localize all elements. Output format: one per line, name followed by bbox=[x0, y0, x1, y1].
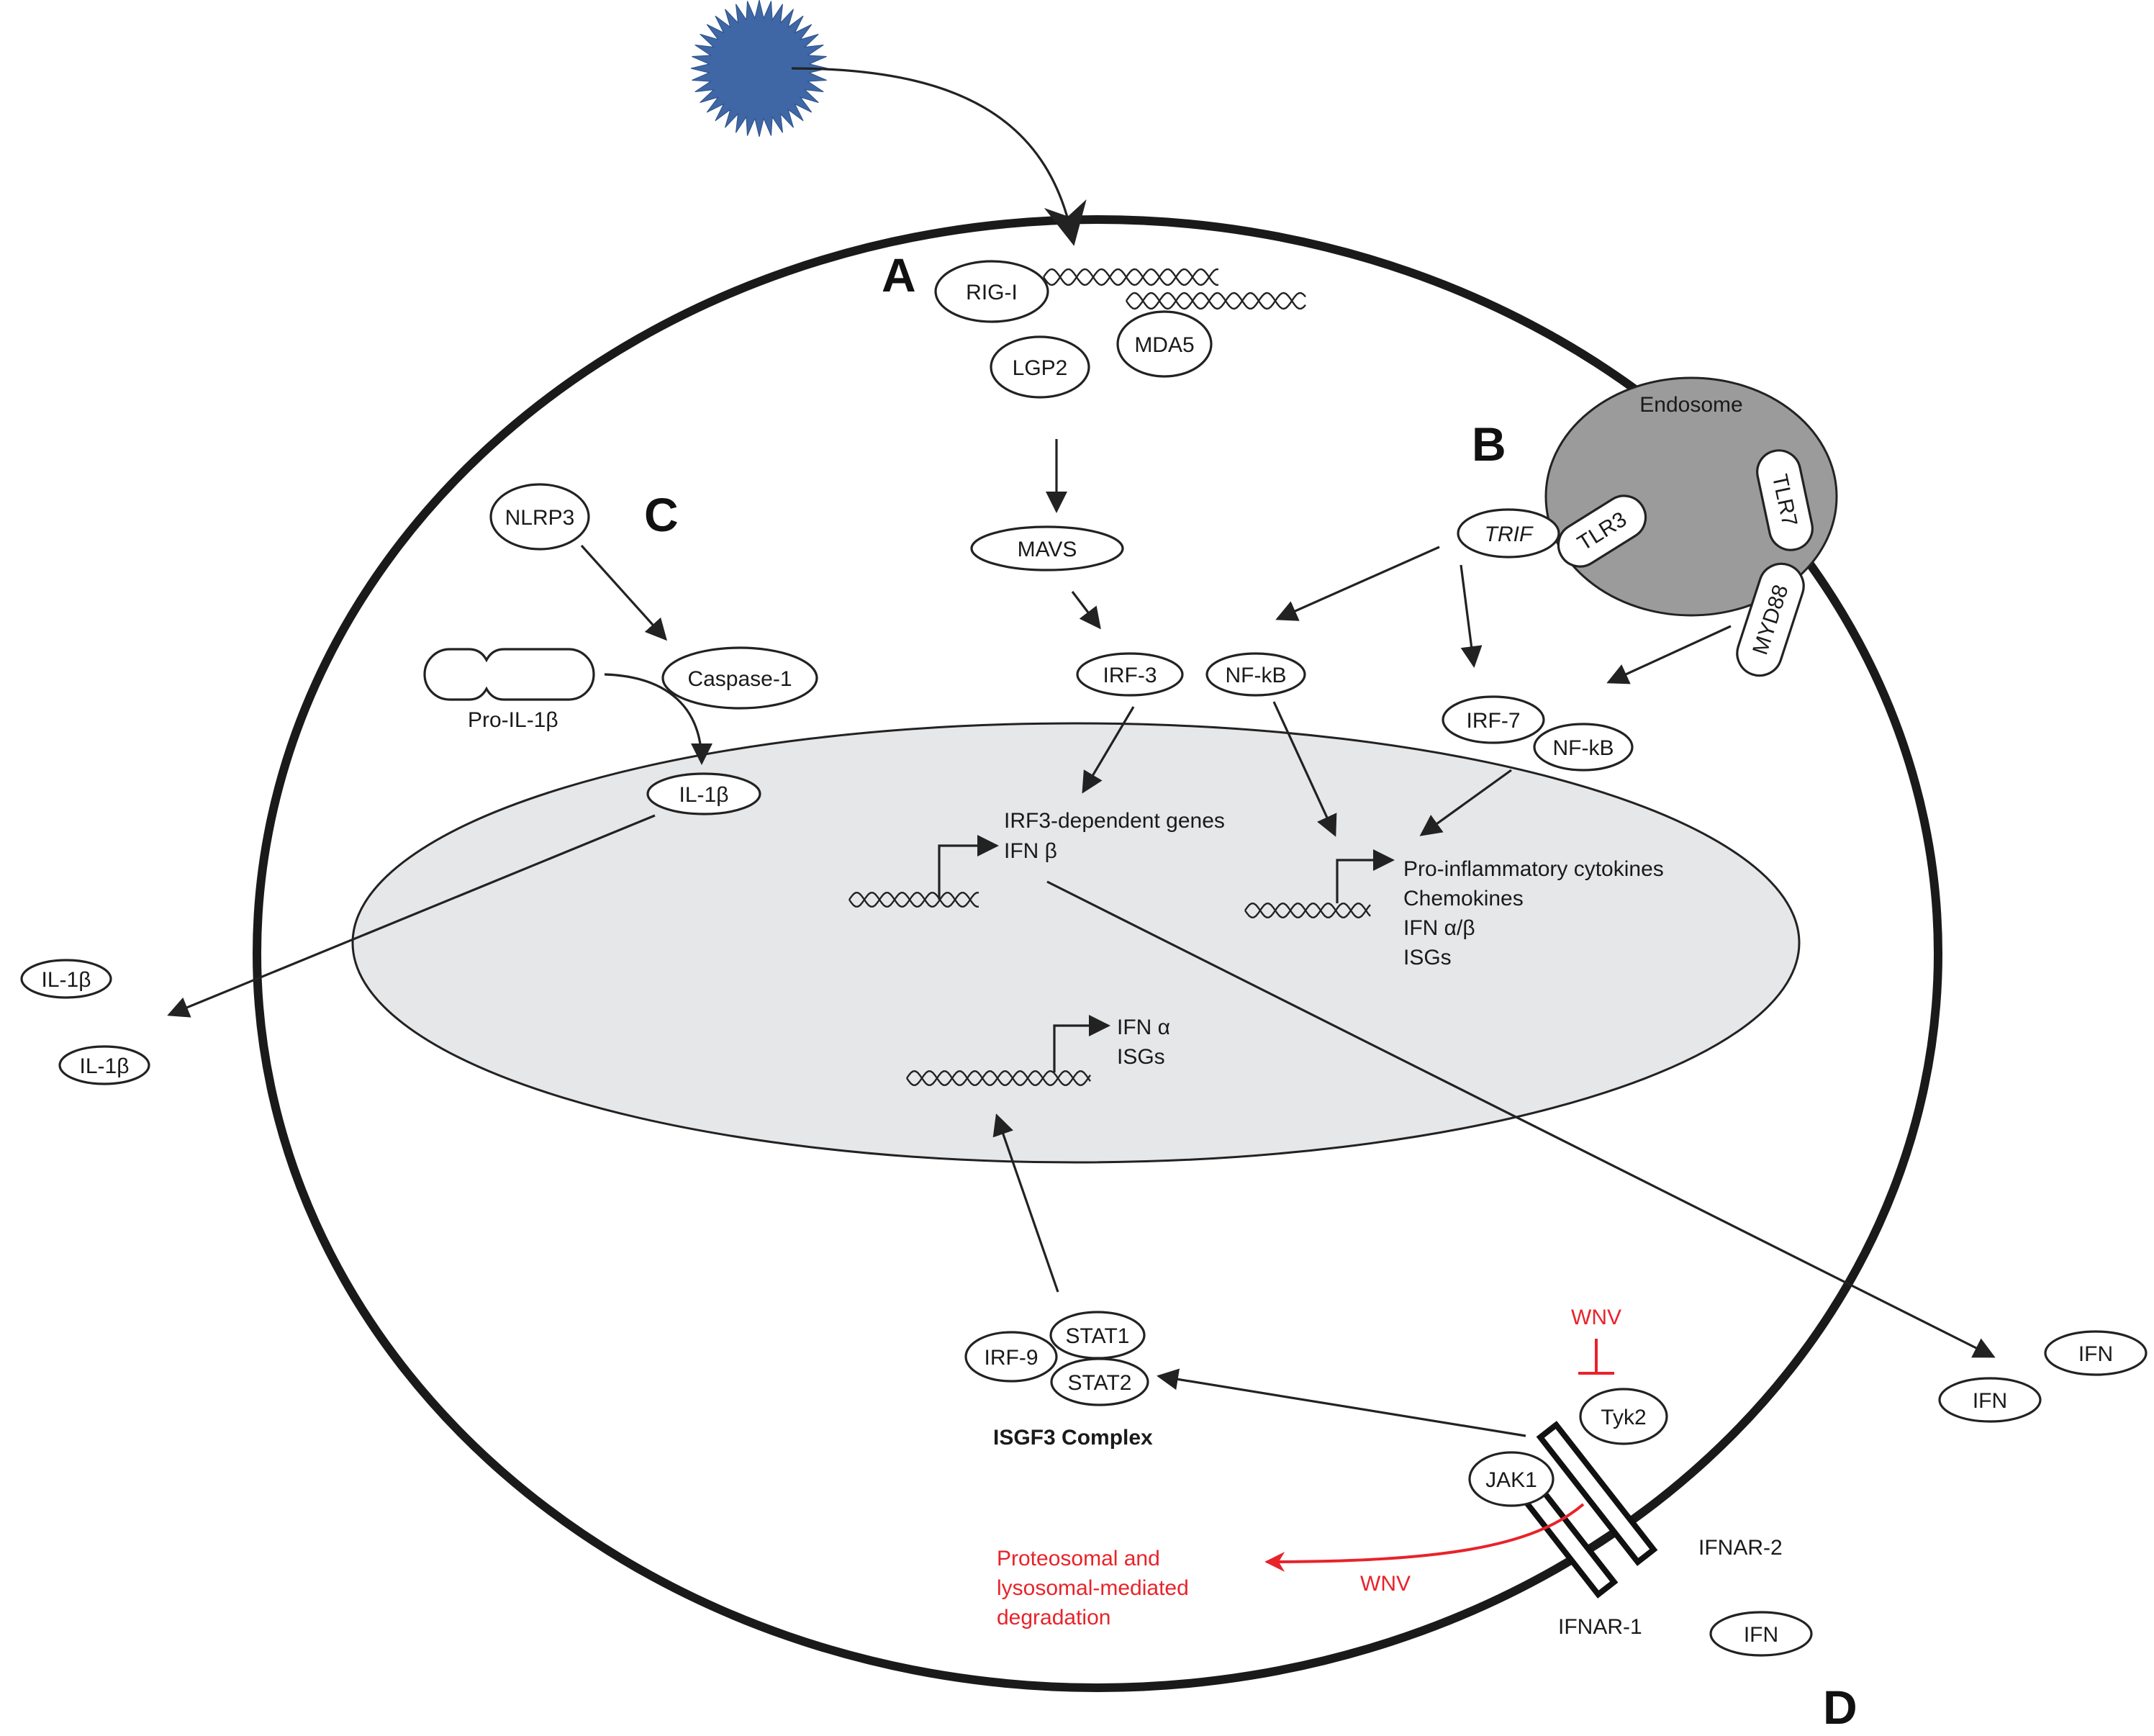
svg-text:IL-1β: IL-1β bbox=[679, 783, 729, 807]
svg-text:IL-1β: IL-1β bbox=[42, 968, 91, 992]
svg-text:LGP2: LGP2 bbox=[1013, 356, 1068, 380]
dna-strands bbox=[849, 268, 1371, 1086]
node-irf9: IRF-9 bbox=[964, 1331, 1058, 1383]
node-tlr7: TLR7 bbox=[1756, 449, 1814, 551]
wnv-degradation-label: WNV bbox=[1360, 1572, 1411, 1596]
node-mavs: MAVS bbox=[970, 525, 1124, 571]
degradation-text: Proteosomal and lysosomal-mediated degra… bbox=[997, 1547, 1195, 1629]
svg-text:MDA5: MDA5 bbox=[1134, 333, 1194, 357]
arrow-il-1b-secretion bbox=[167, 814, 656, 1018]
irf3-genes-text: IRF3-dependent genes IFN β bbox=[1004, 809, 1231, 863]
node-mda5: MDA5 bbox=[1116, 310, 1213, 378]
svg-text:Tyk2: Tyk2 bbox=[1601, 1406, 1646, 1429]
isgf3-genes-text: IFN α ISGs bbox=[1117, 1016, 1176, 1069]
node-tlr3: TLR3 bbox=[1557, 494, 1647, 568]
svg-text:STAT2: STAT2 bbox=[1068, 1371, 1132, 1395]
section-label-b: B bbox=[1472, 417, 1506, 471]
arrow-pro-il-1b-to-il-1b bbox=[604, 673, 712, 765]
node-rig-i: RIG-I bbox=[934, 260, 1049, 323]
arrow-ifn-secretion bbox=[1046, 880, 1996, 1358]
node-nfkb-1: NF-kB bbox=[1205, 652, 1306, 697]
dna-nfkb-locus bbox=[1244, 903, 1371, 918]
svg-text:Caspase-1: Caspase-1 bbox=[687, 667, 792, 691]
svg-text:TRIF: TRIF bbox=[1485, 523, 1534, 546]
svg-text:RIG-I: RIG-I bbox=[966, 281, 1018, 304]
node-lgp2: LGP2 bbox=[990, 335, 1090, 399]
promoter-arrow-isgf3 bbox=[1053, 1015, 1110, 1072]
rna-strand-mda5 bbox=[1126, 291, 1306, 310]
nucleus bbox=[351, 722, 1801, 1164]
arrow-nlrp3-to-caspase1 bbox=[580, 544, 668, 641]
node-irf7: IRF-7 bbox=[1442, 695, 1545, 744]
section-label-d: D bbox=[1823, 1681, 1857, 1734]
svg-text:IRF-9: IRF-9 bbox=[985, 1346, 1038, 1370]
node-stat2: STAT2 bbox=[1050, 1357, 1149, 1406]
arrow-trif-to-nfkb bbox=[1275, 546, 1440, 621]
wnv-inhibitor-label: WNV bbox=[1571, 1306, 1621, 1329]
dna-irf3-locus bbox=[849, 892, 979, 908]
wnv-inhibition-bar bbox=[1578, 1339, 1614, 1375]
node-nlrp3: NLRP3 bbox=[489, 483, 590, 551]
arrow-receptor-to-isgf3 bbox=[1157, 1368, 1526, 1437]
node-irf3: IRF-3 bbox=[1076, 652, 1184, 697]
section-label-c: C bbox=[644, 488, 679, 541]
svg-text:STAT1: STAT1 bbox=[1066, 1324, 1130, 1348]
cell-membrane bbox=[253, 215, 1942, 1692]
rna-strand-rig-i bbox=[1043, 268, 1218, 286]
endosome: Endosome bbox=[1544, 376, 1838, 617]
arrow-mavs-to-irf3 bbox=[1071, 591, 1101, 630]
node-nfkb-2: NF-kB bbox=[1533, 723, 1634, 772]
svg-text:IFN: IFN bbox=[2078, 1342, 2113, 1366]
arrow-irf3-to-nucleus bbox=[1082, 706, 1135, 794]
node-il-1b-secreted-2: IL-1β bbox=[58, 1045, 150, 1085]
arrow-irf7-to-nucleus bbox=[1419, 769, 1512, 836]
arrow-nfkb-to-nucleus bbox=[1272, 701, 1337, 837]
svg-text:NF-kB: NF-kB bbox=[1553, 736, 1614, 760]
promoter-arrow-nfkb bbox=[1336, 849, 1395, 903]
section-label-a: A bbox=[882, 248, 916, 302]
virus-particle-icon bbox=[690, 0, 828, 137]
svg-text:JAK1: JAK1 bbox=[1485, 1468, 1537, 1492]
node-il-1b-inner: IL-1β bbox=[646, 772, 761, 815]
nfkb-genes-text: Pro-inflammatory cytokines Chemokines IF… bbox=[1403, 857, 1670, 969]
ifnar-2-label: IFNAR-2 bbox=[1698, 1536, 1783, 1560]
node-pro-il-1b: Pro-IL-1β bbox=[423, 648, 595, 732]
svg-text:NF-kB: NF-kB bbox=[1226, 664, 1287, 687]
node-myd88: MYD88 bbox=[1736, 562, 1805, 677]
node-caspase-1: Caspase-1 bbox=[661, 646, 818, 710]
node-tyk2: Tyk2 bbox=[1579, 1388, 1668, 1445]
svg-text:IRF-3: IRF-3 bbox=[1103, 664, 1157, 687]
svg-text:MAVS: MAVS bbox=[1018, 538, 1077, 561]
endosome-label: Endosome bbox=[1639, 393, 1742, 417]
node-ifn-bound: IFN bbox=[1709, 1611, 1813, 1657]
svg-text:IFN: IFN bbox=[1744, 1623, 1778, 1647]
dna-isgf3-locus bbox=[906, 1070, 1091, 1086]
ifnar-2-chain bbox=[1536, 1421, 1658, 1566]
node-jak1: JAK1 bbox=[1468, 1451, 1555, 1507]
node-trif: TRIF bbox=[1457, 508, 1560, 559]
ifnar-1-label: IFNAR-1 bbox=[1558, 1615, 1642, 1639]
node-stat1: STAT1 bbox=[1049, 1311, 1146, 1360]
wnv-degradation-arrow bbox=[1264, 1503, 1585, 1572]
node-ifn-secreted-1: IFN bbox=[2044, 1330, 2148, 1376]
isgf3-complex-label: ISGF3 Complex bbox=[993, 1426, 1153, 1450]
arrow-trif-to-irf7 bbox=[1460, 564, 1483, 668]
svg-text:Pro-IL-1β: Pro-IL-1β bbox=[468, 708, 558, 732]
svg-text:IFN: IFN bbox=[1973, 1389, 2007, 1413]
svg-text:NLRP3: NLRP3 bbox=[505, 506, 575, 530]
arrow-isgf3-to-nucleus bbox=[992, 1113, 1059, 1293]
arrow-myd88-to-irf7 bbox=[1606, 625, 1732, 684]
node-il-1b-secreted-1: IL-1β bbox=[20, 959, 112, 999]
svg-text:IL-1β: IL-1β bbox=[80, 1054, 130, 1078]
promoter-arrow-irf3 bbox=[938, 835, 999, 900]
virus-entry-arrow bbox=[791, 67, 1087, 246]
svg-text:IRF-7: IRF-7 bbox=[1467, 709, 1521, 733]
node-ifn-secreted-2: IFN bbox=[1938, 1377, 2042, 1423]
